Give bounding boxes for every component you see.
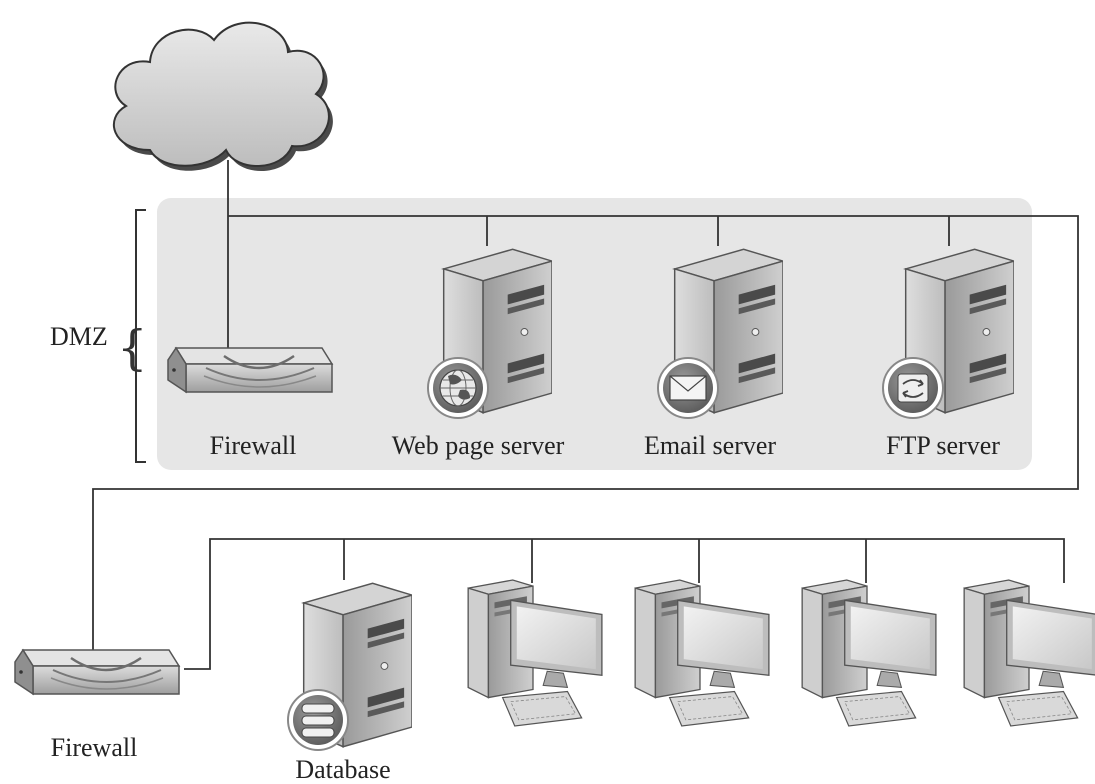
workstation-3-icon: [801, 579, 937, 727]
dmz-zone: [157, 198, 1032, 470]
internal-firewall-label: Firewall: [51, 733, 138, 762]
database-icon: [287, 689, 349, 751]
dmz-backbone-link: [92, 215, 1079, 665]
email-server-label: Email server: [644, 431, 776, 460]
ftp-server-label: FTP server: [886, 431, 1000, 460]
network-links: [92, 160, 1079, 670]
transfer-arrows-icon: [882, 357, 944, 419]
dmz-label: DMZ: [50, 322, 108, 351]
internal-firewall-icon: [13, 648, 181, 696]
dmz-bracket: [135, 209, 146, 463]
dmz-firewall-label: Firewall: [210, 431, 297, 460]
database-label: Database: [295, 755, 390, 784]
web-server-label: Web page server: [392, 431, 565, 460]
internet-cloud: [113, 21, 333, 172]
envelope-icon: [657, 357, 719, 419]
workstation-2-icon: [634, 579, 770, 727]
workstation-1-icon: [467, 579, 603, 727]
internal-backbone-link: [184, 538, 1065, 670]
workstation-4-icon: [963, 579, 1095, 727]
globe-icon: [427, 357, 489, 419]
dmz-brace: {: [117, 320, 148, 376]
dmz-firewall-icon: [166, 346, 334, 394]
